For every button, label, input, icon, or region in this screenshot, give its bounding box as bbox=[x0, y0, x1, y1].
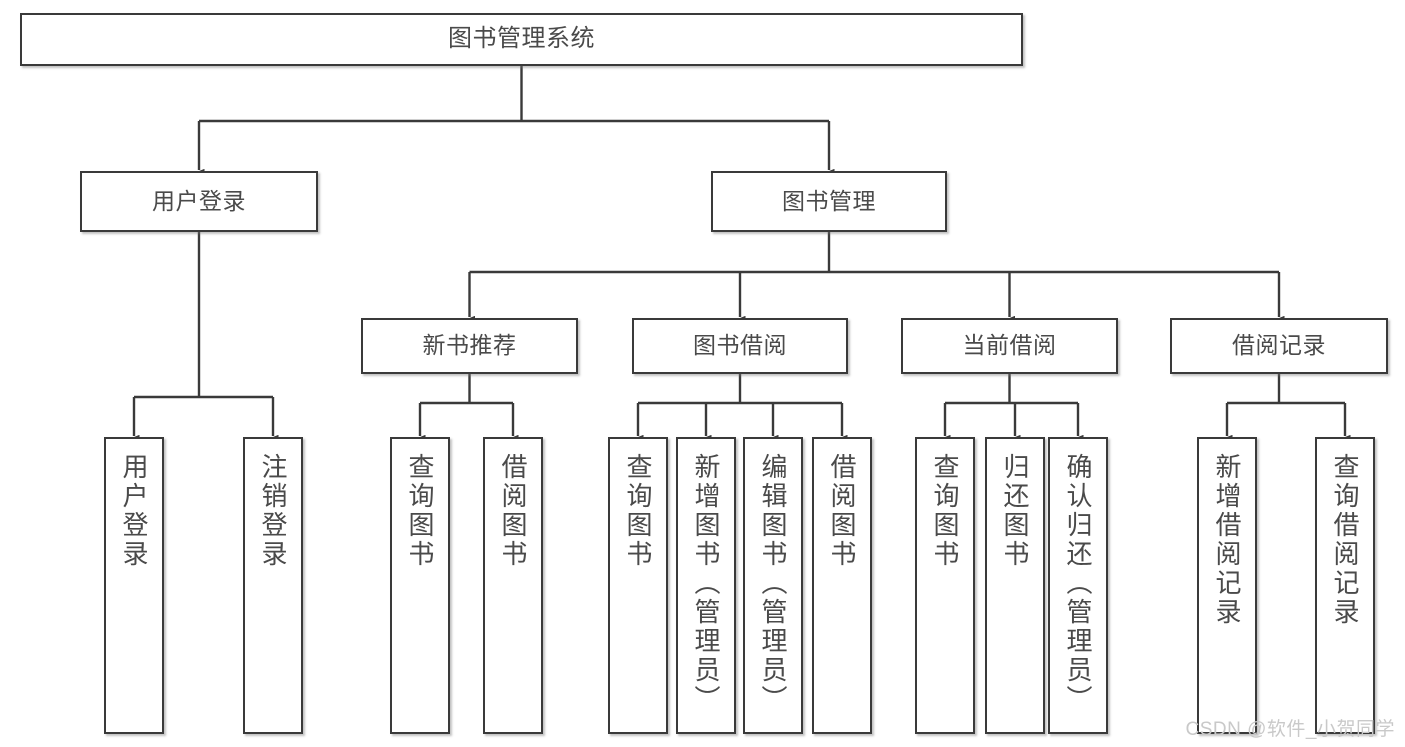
node-l-rc-add[interactable]: 新增借阅记录 bbox=[1197, 437, 1257, 734]
node-current[interactable]: 当前借阅 bbox=[901, 318, 1118, 374]
node-l-cu-cfm[interactable]: 确认归还（管理员） bbox=[1048, 437, 1108, 734]
node-label: 用户登录 bbox=[119, 453, 149, 569]
watermark: CSDN @软件_小贺同学 bbox=[1185, 719, 1395, 740]
node-label: 图书管理 bbox=[782, 187, 876, 214]
node-label: 新书推荐 bbox=[422, 332, 517, 359]
node-label: 用户登录 bbox=[152, 187, 246, 214]
node-label: 新增图书（管理员） bbox=[691, 453, 721, 714]
node-login[interactable]: 用户登录 bbox=[80, 171, 318, 232]
node-label: 借阅图书 bbox=[498, 453, 528, 569]
node-l-bw-add[interactable]: 新增图书（管理员） bbox=[676, 437, 736, 734]
node-bookmgmt[interactable]: 图书管理 bbox=[711, 171, 947, 232]
node-label: 图书借阅 bbox=[693, 332, 787, 359]
node-label: 图书管理系统 bbox=[448, 25, 595, 53]
node-label: 借阅记录 bbox=[1232, 332, 1326, 359]
node-label: 确认归还（管理员） bbox=[1063, 453, 1093, 714]
node-newbook[interactable]: 新书推荐 bbox=[361, 318, 578, 374]
node-records[interactable]: 借阅记录 bbox=[1170, 318, 1388, 374]
node-l-bw-bor[interactable]: 借阅图书 bbox=[812, 437, 872, 734]
node-l-cu-q[interactable]: 查询图书 bbox=[915, 437, 975, 734]
node-l-login[interactable]: 用户登录 bbox=[104, 437, 164, 734]
node-borrow[interactable]: 图书借阅 bbox=[632, 318, 848, 374]
node-label: 查询借阅记录 bbox=[1330, 453, 1360, 627]
node-l-bw-q[interactable]: 查询图书 bbox=[608, 437, 668, 734]
node-label: 查询图书 bbox=[623, 453, 653, 569]
node-l-rc-q[interactable]: 查询借阅记录 bbox=[1315, 437, 1375, 734]
node-l-logout[interactable]: 注销登录 bbox=[243, 437, 303, 734]
node-root[interactable]: 图书管理系统 bbox=[20, 13, 1023, 66]
node-label: 当前借阅 bbox=[962, 332, 1057, 359]
node-label: 查询图书 bbox=[405, 453, 435, 569]
node-label: 借阅图书 bbox=[827, 453, 857, 569]
node-label: 注销登录 bbox=[258, 453, 288, 569]
node-label: 查询图书 bbox=[930, 453, 960, 569]
node-l-bw-edit[interactable]: 编辑图书（管理员） bbox=[743, 437, 803, 734]
node-l-nb-q[interactable]: 查询图书 bbox=[390, 437, 450, 734]
node-label: 编辑图书（管理员） bbox=[758, 453, 788, 714]
node-label: 新增借阅记录 bbox=[1212, 453, 1242, 627]
node-label: 归还图书 bbox=[1000, 453, 1030, 569]
node-l-nb-b[interactable]: 借阅图书 bbox=[483, 437, 543, 734]
node-l-cu-ret[interactable]: 归还图书 bbox=[985, 437, 1045, 734]
